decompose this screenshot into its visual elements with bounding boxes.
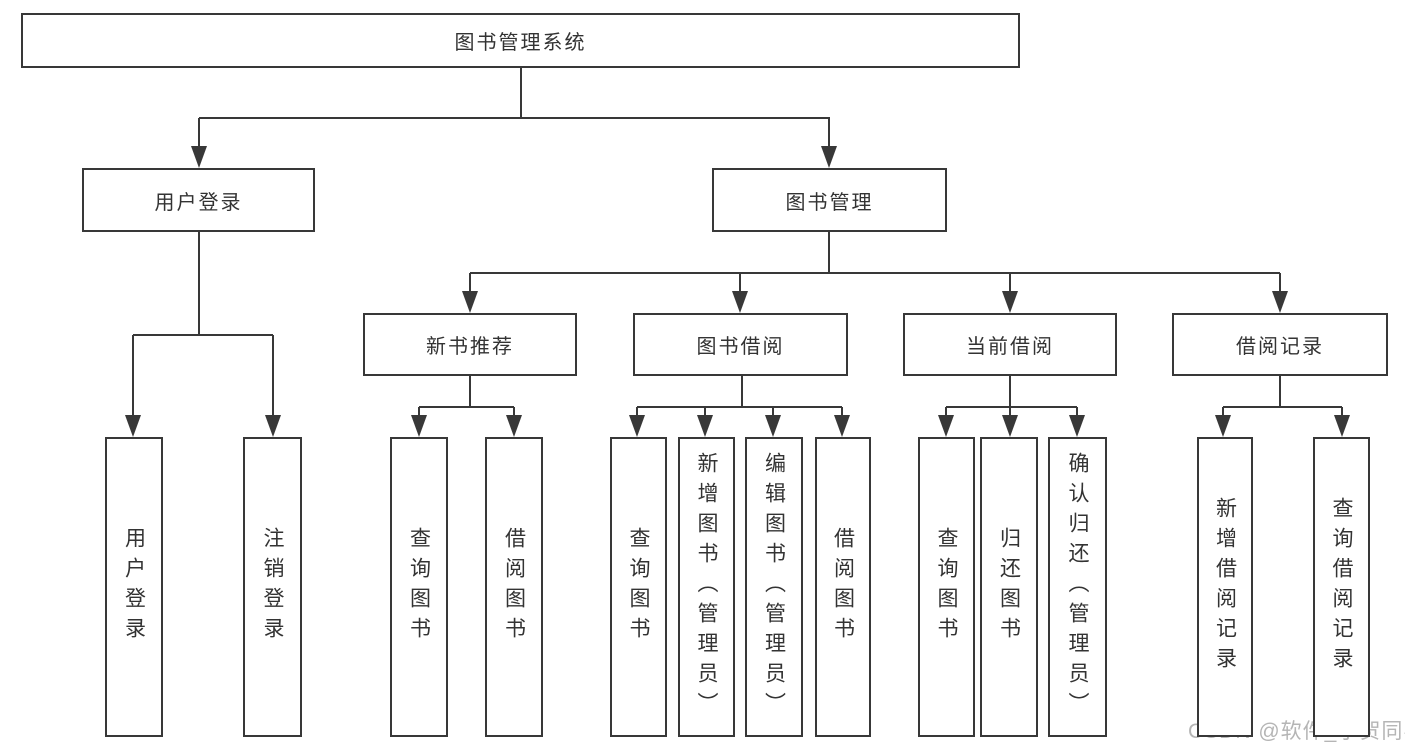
node-book-mgmt: 图书管理 xyxy=(712,168,947,232)
arrowhead-icon xyxy=(821,146,837,168)
arrowhead-icon xyxy=(506,415,522,437)
connector-line xyxy=(1340,407,1344,418)
connector-line xyxy=(738,273,742,295)
arrowhead-icon xyxy=(191,146,207,168)
connector-line xyxy=(271,335,275,419)
arrowhead-icon xyxy=(462,291,478,313)
arrowhead-icon xyxy=(732,291,748,313)
node-current-borrow: 当前借阅 xyxy=(903,313,1117,376)
connector-line xyxy=(417,407,421,418)
arrowhead-icon xyxy=(265,415,281,437)
connector-line xyxy=(1008,407,1012,418)
connector-line xyxy=(827,118,831,150)
connector-line xyxy=(1278,273,1282,295)
connector-line xyxy=(1278,376,1282,407)
connector-line xyxy=(1075,407,1079,418)
connector-line xyxy=(133,333,273,337)
node-leaf-confirm-return-admin: 确认归还（管理员） xyxy=(1048,437,1107,737)
node-leaf-edit-book-admin: 编辑图书（管理员） xyxy=(745,437,803,737)
connector-line xyxy=(197,232,201,335)
node-new-book-rec: 新书推荐 xyxy=(363,313,577,376)
node-borrow-records: 借阅记录 xyxy=(1172,313,1388,376)
node-leaf-add-borrow-record: 新增借阅记录 xyxy=(1197,437,1253,737)
connector-line xyxy=(468,376,472,407)
node-root: 图书管理系统 xyxy=(21,13,1020,68)
connector-line xyxy=(1223,405,1342,409)
connector-line xyxy=(637,405,842,409)
node-leaf-user-login: 用户登录 xyxy=(105,437,163,737)
connector-line xyxy=(468,273,472,295)
node-leaf-add-book-admin: 新增图书（管理员） xyxy=(678,437,735,737)
node-leaf-query-book-borrow: 查询图书 xyxy=(610,437,667,737)
node-leaf-borrow-book: 借阅图书 xyxy=(815,437,871,737)
connector-line xyxy=(519,68,523,118)
connector-line xyxy=(199,116,830,120)
node-leaf-logout: 注销登录 xyxy=(243,437,302,737)
arrowhead-icon xyxy=(1215,415,1231,437)
connector-line xyxy=(740,376,744,407)
connector-line xyxy=(1221,407,1225,418)
connector-line xyxy=(470,271,1280,275)
node-user-login: 用户登录 xyxy=(82,168,315,232)
node-leaf-return-book: 归还图书 xyxy=(980,437,1038,737)
arrowhead-icon xyxy=(938,415,954,437)
arrowhead-icon xyxy=(765,415,781,437)
connector-line xyxy=(1008,273,1012,295)
connector-line xyxy=(840,407,844,418)
node-leaf-query-book-rec: 查询图书 xyxy=(390,437,448,737)
connector-line xyxy=(419,405,514,409)
arrowhead-icon xyxy=(834,415,850,437)
connector-line xyxy=(944,407,948,418)
node-leaf-query-book-cur: 查询图书 xyxy=(918,437,975,737)
connector-line xyxy=(771,407,775,418)
arrowhead-icon xyxy=(125,415,141,437)
connector-line xyxy=(197,118,201,150)
node-leaf-borrow-book-rec: 借阅图书 xyxy=(485,437,543,737)
arrowhead-icon xyxy=(1002,291,1018,313)
connector-line xyxy=(946,405,1077,409)
connector-line xyxy=(635,407,639,418)
arrowhead-icon xyxy=(411,415,427,437)
arrowhead-icon xyxy=(1334,415,1350,437)
connector-line xyxy=(131,335,135,419)
node-leaf-query-borrow-record: 查询借阅记录 xyxy=(1313,437,1370,737)
connector-line xyxy=(1008,376,1012,407)
arrowhead-icon xyxy=(697,415,713,437)
node-book-borrow: 图书借阅 xyxy=(633,313,848,376)
connector-line xyxy=(703,407,707,418)
arrowhead-icon xyxy=(1002,415,1018,437)
connector-line xyxy=(512,407,516,418)
arrowhead-icon xyxy=(1272,291,1288,313)
connector-line xyxy=(827,232,831,273)
arrowhead-icon xyxy=(629,415,645,437)
arrowhead-icon xyxy=(1069,415,1085,437)
